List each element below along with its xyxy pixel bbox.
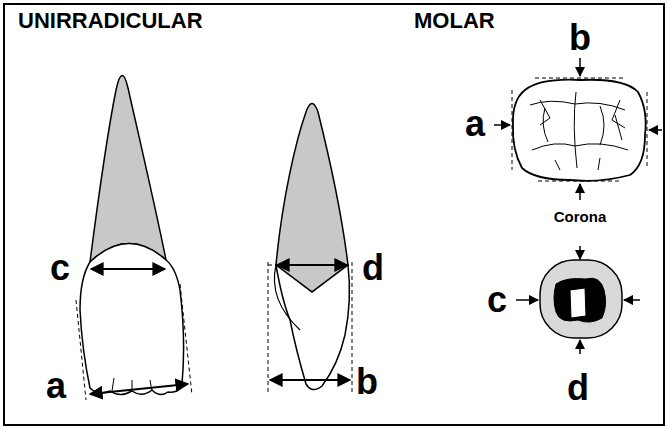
- incisor-front: [80, 75, 184, 394]
- dimension-letter: a: [46, 368, 66, 404]
- molar-crown: [513, 80, 646, 181]
- dimension-letter: d: [362, 250, 384, 286]
- dimension-letter: d: [567, 370, 589, 406]
- dimension-guides: [76, 78, 647, 400]
- section-heading: MOLAR: [414, 10, 495, 32]
- molar-section: [540, 260, 622, 338]
- frame: [4, 4, 664, 425]
- measure-arrows: [494, 58, 662, 200]
- dimension-letter: b: [356, 364, 378, 400]
- section-heading: UNIRRADICULAR: [18, 10, 203, 32]
- incisor-lateral: [274, 104, 349, 390]
- part-name: Corona: [554, 209, 607, 224]
- dimension-letter: b: [569, 20, 591, 56]
- dimension-arrows: [270, 265, 350, 380]
- dimension-arrows: [90, 269, 188, 394]
- dimension-letter: c: [50, 250, 70, 286]
- measure-arrows: [516, 246, 640, 354]
- dimension-letter: c: [487, 282, 507, 318]
- dimension-letter: a: [465, 106, 485, 142]
